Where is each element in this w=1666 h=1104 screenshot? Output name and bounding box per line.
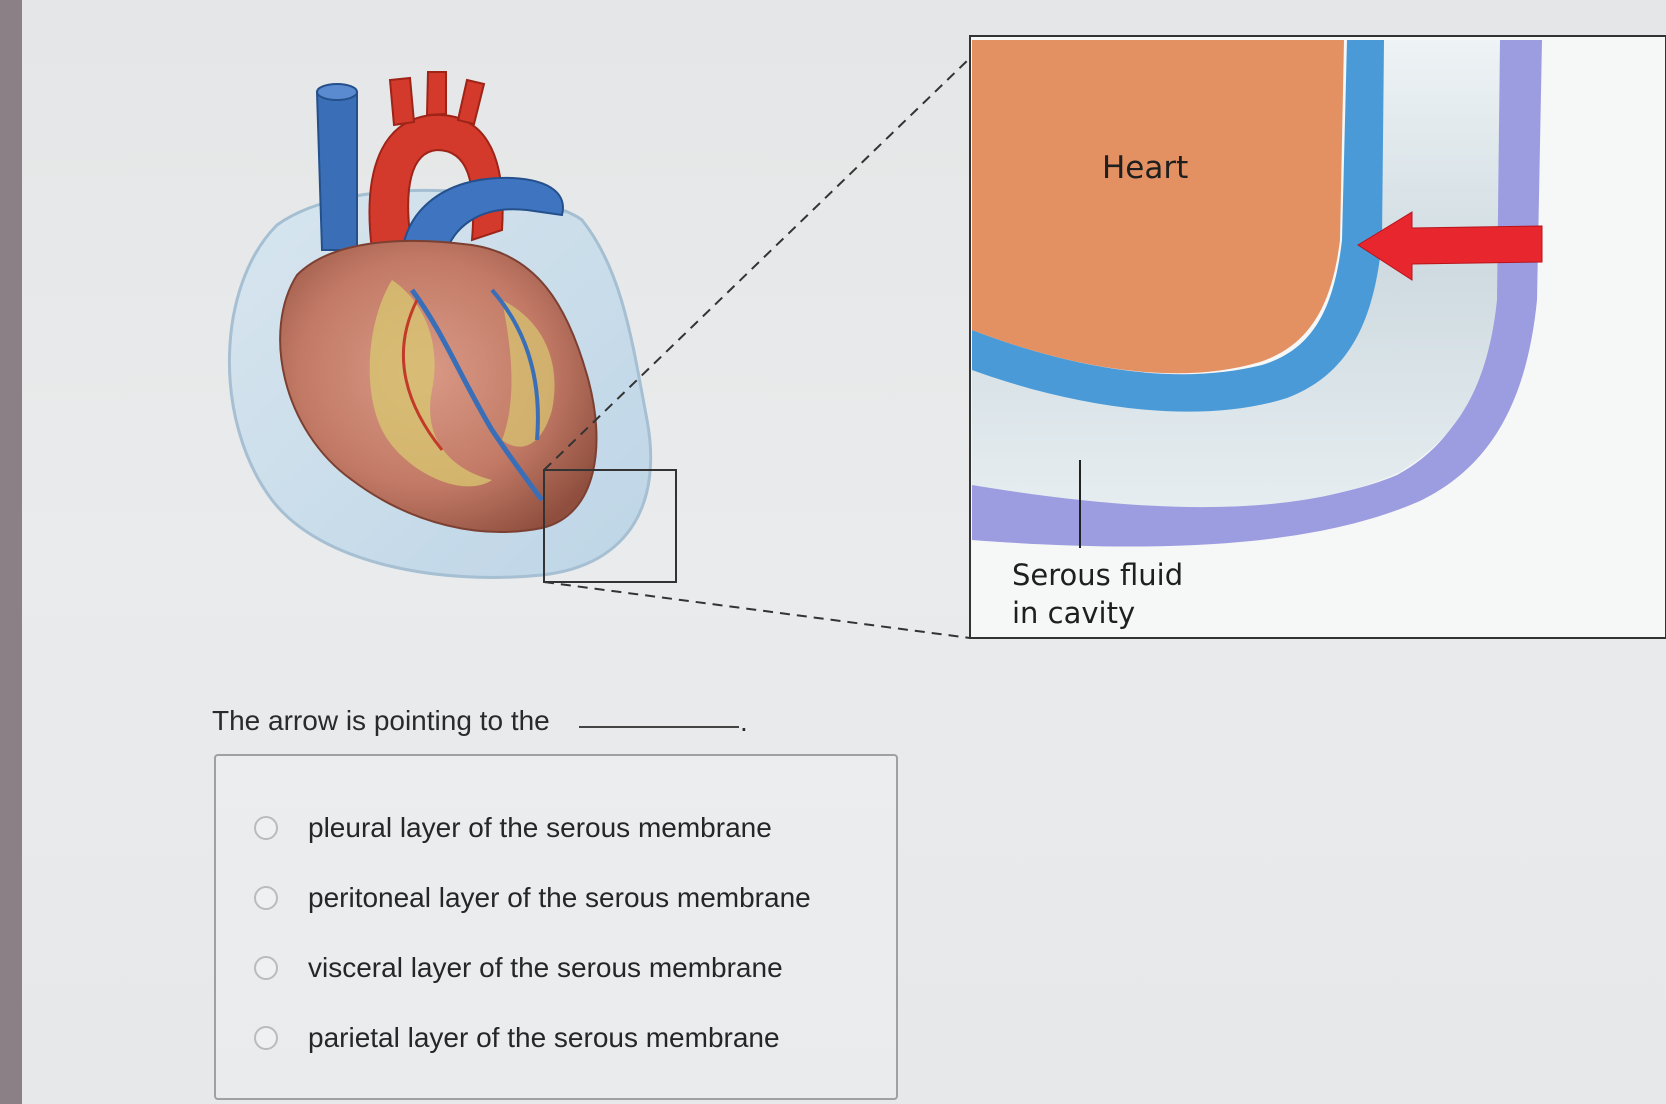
option-peritoneal[interactable]: peritoneal layer of the serous membrane — [254, 878, 811, 918]
serous-fluid — [972, 40, 1500, 508]
red-arrow-icon — [1357, 211, 1543, 281]
radio-button[interactable] — [254, 816, 278, 840]
serous-fluid-label: Serous fluid in cavity — [1012, 558, 1184, 630]
radio-button[interactable] — [254, 1026, 278, 1050]
option-label: pleural layer of the serous membrane — [308, 812, 772, 843]
quiz-screen: Heart Serous fluid in cavity The arrow i… — [22, 0, 1666, 1104]
parietal-layer — [972, 40, 1542, 547]
option-parietal[interactable]: parietal layer of the serous membrane — [254, 1018, 780, 1058]
aorta — [368, 113, 504, 251]
vena-cava — [315, 91, 358, 251]
answer-options: pleural layer of the serous membrane per… — [214, 754, 898, 1100]
visceral-layer — [972, 40, 1384, 412]
option-pleural[interactable]: pleural layer of the serous membrane — [254, 808, 772, 848]
option-visceral[interactable]: visceral layer of the serous membrane — [254, 948, 783, 988]
heart-muscle — [972, 40, 1344, 374]
radio-button[interactable] — [254, 956, 278, 980]
question-period: . — [740, 706, 748, 737]
answer-blank — [579, 726, 739, 728]
option-label: peritoneal layer of the serous membrane — [308, 882, 811, 913]
radio-button[interactable] — [254, 886, 278, 910]
option-label: parietal layer of the serous membrane — [308, 1022, 780, 1053]
heart-label: Heart — [1102, 150, 1189, 186]
pericardium-figure — [228, 35, 1666, 639]
question-text: The arrow is pointing to the — [212, 705, 550, 736]
option-label: visceral layer of the serous membrane — [308, 952, 783, 983]
magnified-panel — [969, 35, 1666, 639]
zoom-box — [543, 469, 677, 583]
